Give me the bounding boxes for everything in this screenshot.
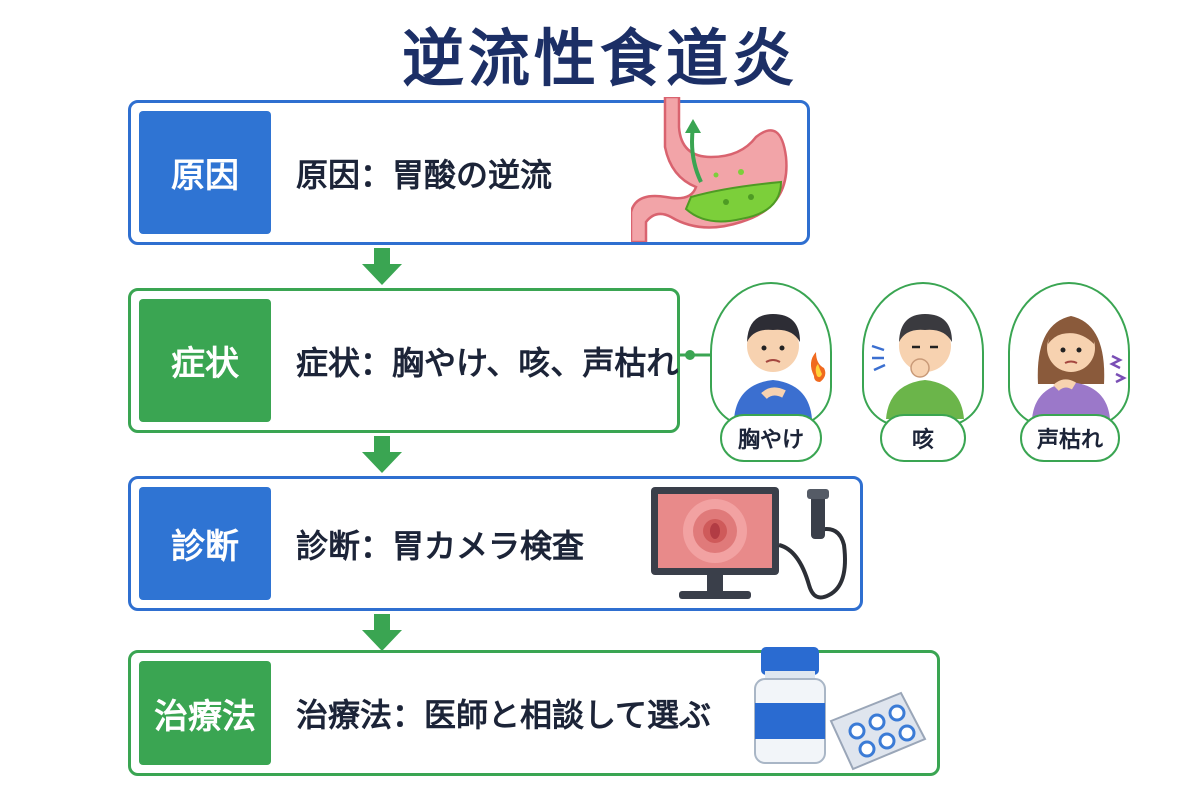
step-treatment: 治療法 治療法：医師と相談して選ぶ [128,647,940,776]
medicine-bottle-icon [754,647,826,764]
step-treatment-badge: 治療法 [139,661,271,765]
step-cause: 原因 原因：胃酸の逆流 [128,97,810,245]
coughing-person-icon [871,314,964,419]
step-cause-badge: 原因 [139,111,271,234]
symptom-hoarse-label: 声枯れ [1020,414,1120,462]
pill-blister-icon [829,691,927,771]
symptom-cough-label: 咳 [880,414,966,462]
step-treatment-text: 治療法：医師と相談して選ぶ [296,696,712,734]
flow-arrow-3 [362,614,402,651]
symptom-heartburn-label: 胸やけ [720,414,822,462]
symptom-cough-bubble [862,282,984,427]
flow-arrow-2 [362,436,402,473]
endoscope-monitor-icon [651,487,847,600]
step-symptoms-text: 症状：胸やけ、咳、声枯れ [296,343,679,382]
step-symptoms: 症状 症状：胸やけ、咳、声枯れ [128,288,680,433]
page-title: 逆流性食道炎 [401,22,798,95]
stomach-icon [631,97,788,242]
heartburn-person-icon [734,314,826,419]
symptom-hoarse-bubble [1008,282,1130,427]
step-diagnosis: 診断 診断：胃カメラ検査 [128,476,863,611]
symptom-heartburn-bubble [710,282,832,427]
step-diagnosis-badge: 診断 [139,487,271,600]
hoarse-voice-person-icon [1032,316,1127,419]
flow-arrow-1 [362,248,402,285]
step-cause-text: 原因：胃酸の逆流 [296,155,553,194]
step-symptoms-badge: 症状 [139,299,271,422]
step-diagnosis-text: 診断：胃カメラ検査 [296,526,585,565]
